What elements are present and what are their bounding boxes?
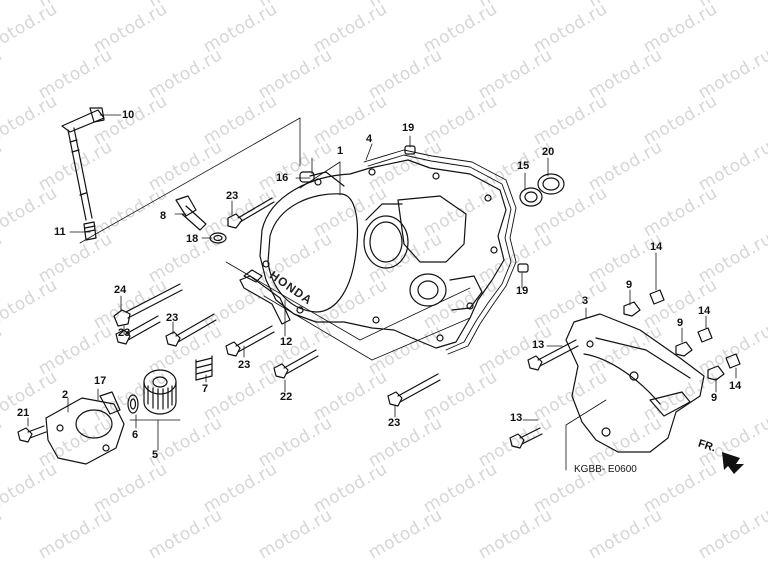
part-number-label: 3 (582, 295, 589, 307)
part-number-label: 14 (698, 305, 711, 317)
part-number-label: 2 (62, 389, 69, 401)
part-number-label: 18 (186, 233, 199, 245)
part-number-label: 8 (160, 210, 167, 222)
gasket (363, 149, 517, 355)
part-number-label: 17 (94, 375, 107, 387)
part-number-label: 7 (202, 383, 209, 395)
part-number-label: 6 (132, 429, 139, 441)
part-number-label: 9 (711, 392, 718, 404)
part-number-label: 19 (402, 122, 415, 134)
oil-filler-cap (175, 195, 227, 244)
part-number-label: 11 (54, 226, 66, 238)
part-number-label: 13 (510, 412, 523, 424)
part-number-label: 9 (626, 279, 633, 291)
part-number-label: 14 (729, 380, 742, 392)
part-number-label: 1 (337, 145, 344, 157)
filter-spring (195, 355, 213, 381)
part-number-label: 22 (280, 391, 293, 403)
oil-pipe-bracket (239, 269, 291, 325)
forward-arrow (722, 452, 744, 474)
leader-lines (27, 114, 737, 471)
part-number-label: 14 (650, 241, 663, 253)
dowel-pins (299, 145, 529, 273)
oil-seal (519, 173, 565, 207)
part-number-label: 4 (366, 133, 373, 145)
part-number-label: 12 (280, 336, 293, 348)
part-number-label: 5 (152, 449, 159, 461)
part-number-label: 16 (276, 172, 289, 184)
diagram-code: KGBB- E0600 (574, 464, 637, 475)
part-number-label: 23 (118, 327, 131, 339)
crankcase-cover (259, 159, 507, 349)
part-number-label: 19 (516, 285, 529, 297)
part-number-label: 13 (532, 339, 545, 351)
part-number-label: 23 (226, 190, 239, 202)
part-number-label: 10 (122, 109, 135, 121)
part-number-label: 24 (114, 284, 127, 296)
part-number-label: 9 (677, 317, 684, 329)
part-number-label: 23 (388, 417, 401, 429)
part-number-label: 23 (238, 359, 251, 371)
part-number-label: 15 (517, 160, 530, 172)
part-number-label: 23 (166, 312, 179, 324)
part-number-label: 21 (17, 407, 30, 419)
shift-shaft (61, 107, 105, 241)
oil-filter-cover (45, 391, 125, 465)
side-cover (565, 313, 705, 453)
part-number-label: 20 (542, 146, 555, 158)
oil-filter (143, 369, 177, 415)
grommets (623, 289, 741, 381)
o-ring (127, 394, 139, 414)
bolts (17, 197, 579, 449)
